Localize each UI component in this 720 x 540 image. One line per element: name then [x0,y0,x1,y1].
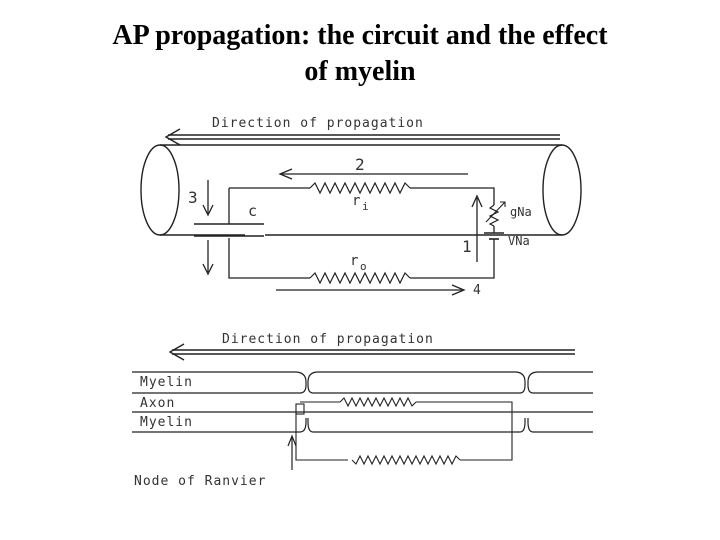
node-of-ranvier-label: Node of Ranvier [134,474,266,489]
top-direction-label: Direction of propagation [212,116,424,131]
node-membrane-element [295,403,305,415]
internodal-circuit [295,396,513,466]
vna-label: VNa [508,234,530,248]
myelin-bottom-label: Myelin [140,415,193,430]
gna-label: gNa [510,205,532,219]
slide-title-line-1: AP propagation: the circuit and the effe… [112,20,608,51]
ro-subscript: o [360,260,367,273]
node-of-ranvier-pointer [287,434,297,470]
ro-label: r [350,253,358,269]
current-arrow-4 [276,284,466,296]
slide-title: AP propagation: the circuit and the effe… [0,18,720,90]
axon-label: Axon [140,396,175,411]
equivalent-circuit [194,181,506,285]
myelin-top-label: Myelin [140,375,193,390]
external-resistor [351,454,461,466]
bottom-direction-arrow [168,343,575,361]
current-arrow-3 [202,180,214,276]
step-label-2: 2 [355,155,365,174]
current-arrow-2 [278,168,468,180]
step-label-1: 1 [462,237,472,256]
capacitor-label: c [248,202,257,220]
current-arrow-1 [471,194,483,262]
step-label-3: 3 [188,188,198,207]
ri-subscript: i [362,200,369,213]
ri-resistor [309,181,411,195]
axon-layer-lines [132,371,593,433]
ri-label: r [352,193,360,209]
ro-resistor [309,271,411,285]
myelin-sheath-segments [294,371,539,433]
top-circuit-diagram: Direction of propagation [140,116,582,298]
bottom-direction-label: Direction of propagation [222,332,434,347]
slide-title-line-2: of myelin [304,56,416,87]
axon-cylinder [140,144,582,236]
top-direction-arrow [164,128,560,146]
axon-internal-resistor [339,396,417,408]
step-label-4: 4 [473,283,481,298]
gna-resistor [488,204,500,227]
myelinated-axon-diagram: Direction of propagation [132,332,593,489]
